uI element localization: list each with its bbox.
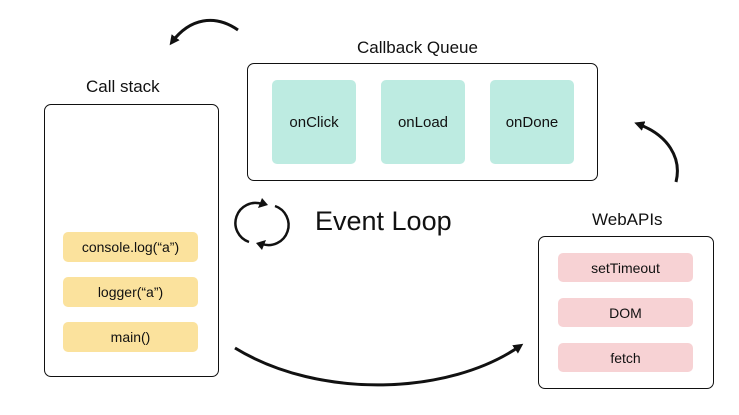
webapis-title: WebAPIs (592, 210, 663, 229)
queue-item: onClick (272, 80, 356, 164)
queue-item: onLoad (381, 80, 465, 164)
webapi-item: setTimeout (558, 253, 693, 282)
stack-frame: main() (63, 322, 198, 352)
event-loop-icon (234, 198, 290, 250)
webapi-item: DOM (558, 298, 693, 327)
webapi-item: fetch (558, 343, 693, 372)
call-stack-box: console.log(“a”) logger(“a”) main() (44, 104, 219, 377)
queue-to-stack-arrow (169, 18, 239, 46)
call-stack-title: Call stack (86, 77, 160, 96)
stack-frame: logger(“a”) (63, 277, 198, 307)
event-loop-label: Event Loop (315, 206, 452, 236)
stack-frame: console.log(“a”) (63, 232, 198, 262)
queue-item: onDone (490, 80, 574, 164)
webapis-box: setTimeout DOM fetch (538, 236, 714, 389)
webapis-to-queue-arrow (634, 121, 679, 183)
callback-queue-box: onClick onLoad onDone (247, 63, 598, 181)
callback-queue-title: Callback Queue (357, 38, 478, 57)
stack-to-webapis-arrow (234, 343, 524, 387)
